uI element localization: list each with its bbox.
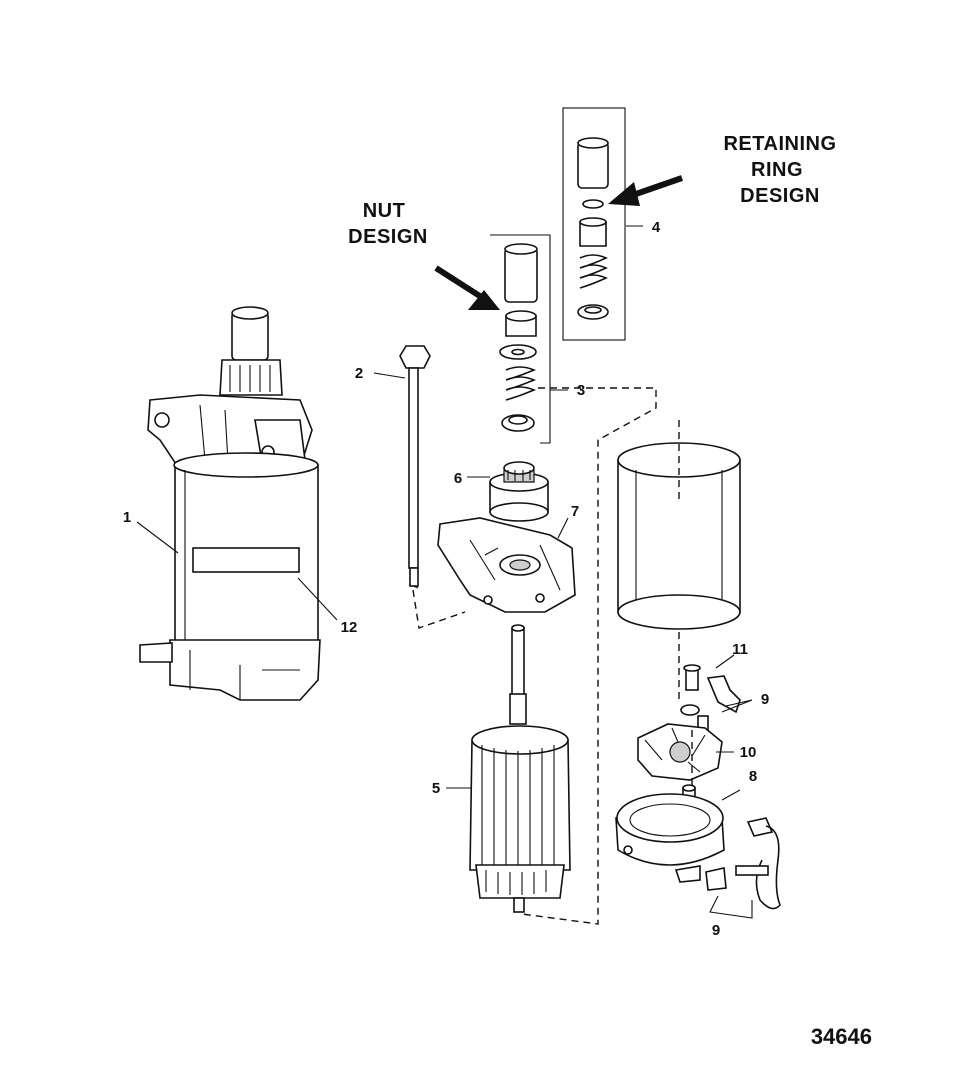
- callout-11: 11: [732, 641, 748, 658]
- nut-design-arrow: [434, 265, 500, 310]
- callout-3: 3: [577, 382, 585, 399]
- callout-4: 4: [652, 219, 661, 236]
- retaining-ring-heading-line2: RING: [751, 159, 803, 181]
- starter-motor-assembly: [139, 306, 321, 701]
- field-frame-housing: [617, 442, 741, 630]
- callout-9-upper: 9: [761, 691, 769, 708]
- callout-8: 8: [749, 768, 757, 785]
- retaining-ring-design-kit: [562, 107, 626, 341]
- nut-design-heading-line1: NUT: [363, 200, 406, 222]
- figure-id: 34646: [811, 1024, 872, 1049]
- callout-6: 6: [454, 470, 462, 487]
- callout-1: 1: [123, 509, 131, 526]
- drive-end-cap: [437, 517, 576, 613]
- nut-design-heading-line2: DESIGN: [348, 226, 428, 248]
- retaining-ring-heading-line1: RETAINING: [723, 133, 836, 155]
- through-bolt: [399, 345, 431, 589]
- callout-12: 12: [341, 619, 358, 636]
- brush-plate: [637, 723, 723, 781]
- armature: [469, 624, 571, 913]
- retaining-ring-heading-line3: DESIGN: [740, 185, 820, 207]
- callout-5: 5: [432, 780, 440, 797]
- callout-7: 7: [571, 503, 579, 520]
- nut-design-kit: [490, 234, 551, 444]
- callout-9-lower: 9: [712, 922, 720, 939]
- brush-holder-hardware: [680, 664, 741, 731]
- assembly-guide-lines: [412, 387, 693, 925]
- pinion-gear: [489, 461, 549, 522]
- leader-lines: [136, 225, 753, 919]
- commutator-end-cap: [615, 784, 781, 910]
- retaining-ring-arrow: [608, 175, 683, 206]
- callout-2: 2: [355, 365, 363, 382]
- callout-10: 10: [740, 744, 757, 761]
